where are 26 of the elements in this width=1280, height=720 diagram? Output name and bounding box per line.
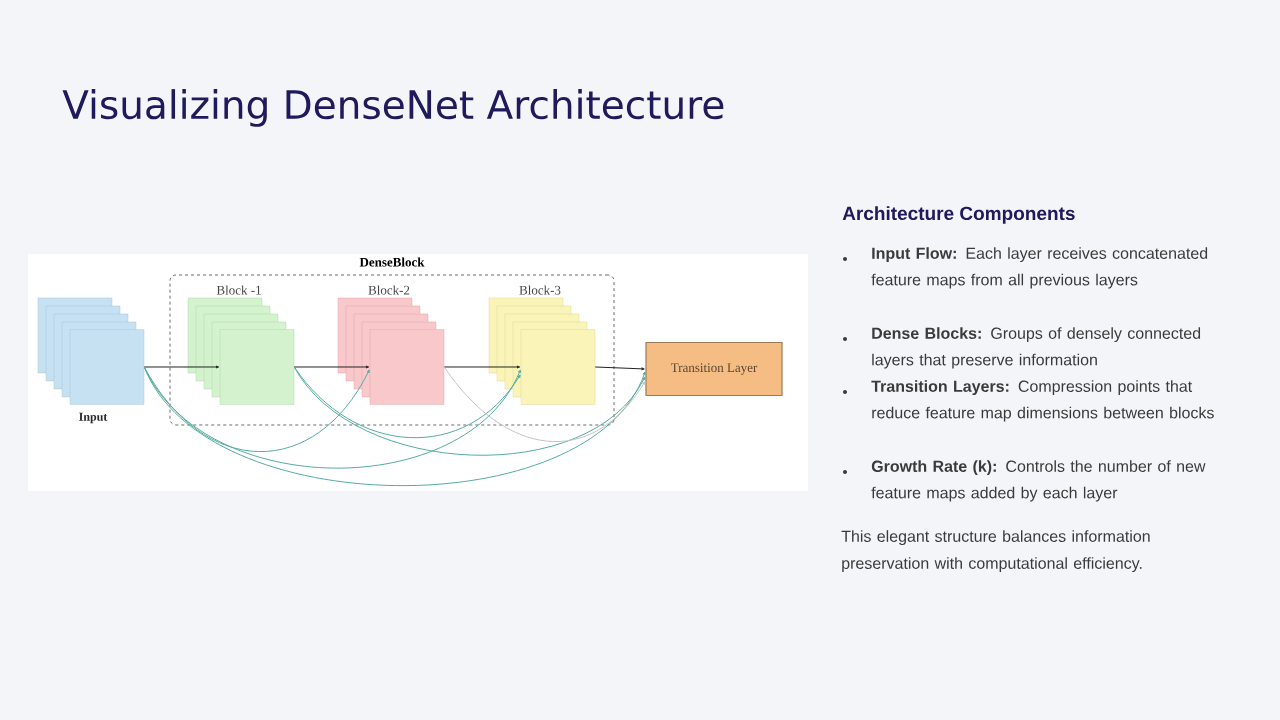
arrow: [293, 366, 646, 456]
summary-text: This elegant structure balances information preservation with computational efficiency.: [841, 530, 1150, 573]
arrow: [594, 366, 645, 371]
arrow: [143, 366, 521, 469]
node-label: Input: [79, 412, 108, 424]
arrow: [293, 365, 370, 369]
layer-box: Transition Layer: [645, 341, 783, 397]
bullet-text: Input Flow: Each layer receives concatenated feature maps from all previous layers: [871, 247, 1208, 289]
node-label: Block -1: [216, 285, 261, 295]
bullet-text: Dense Blocks: Groups of densely connected layers that preserve information: [872, 327, 1201, 369]
slide-title: Visualizing DenseNet Architecture: [62, 89, 724, 127]
node-label: Block-3: [519, 285, 561, 295]
arrow: [143, 366, 646, 487]
node-label: DenseBlock: [359, 257, 425, 267]
arrow: [143, 365, 220, 369]
layer-stack: Block -1: [187, 285, 295, 405]
arrow: [443, 365, 521, 369]
node-label: Block-2: [368, 285, 410, 295]
layer-stack: Input: [37, 297, 145, 424]
bullet-text: Transition Layers: Compression points that reduce feature map dimensions between blocks: [871, 380, 1214, 422]
section-heading: Architecture Components: [842, 206, 1075, 224]
arrow: [443, 366, 646, 442]
layer-stack: Block-2: [337, 285, 445, 405]
arrow: [293, 366, 521, 439]
bullet-text: Growth Rate (k): Controls the number of new feature maps added by each layer: [871, 460, 1206, 502]
layer-stack: Block-3: [488, 285, 596, 405]
